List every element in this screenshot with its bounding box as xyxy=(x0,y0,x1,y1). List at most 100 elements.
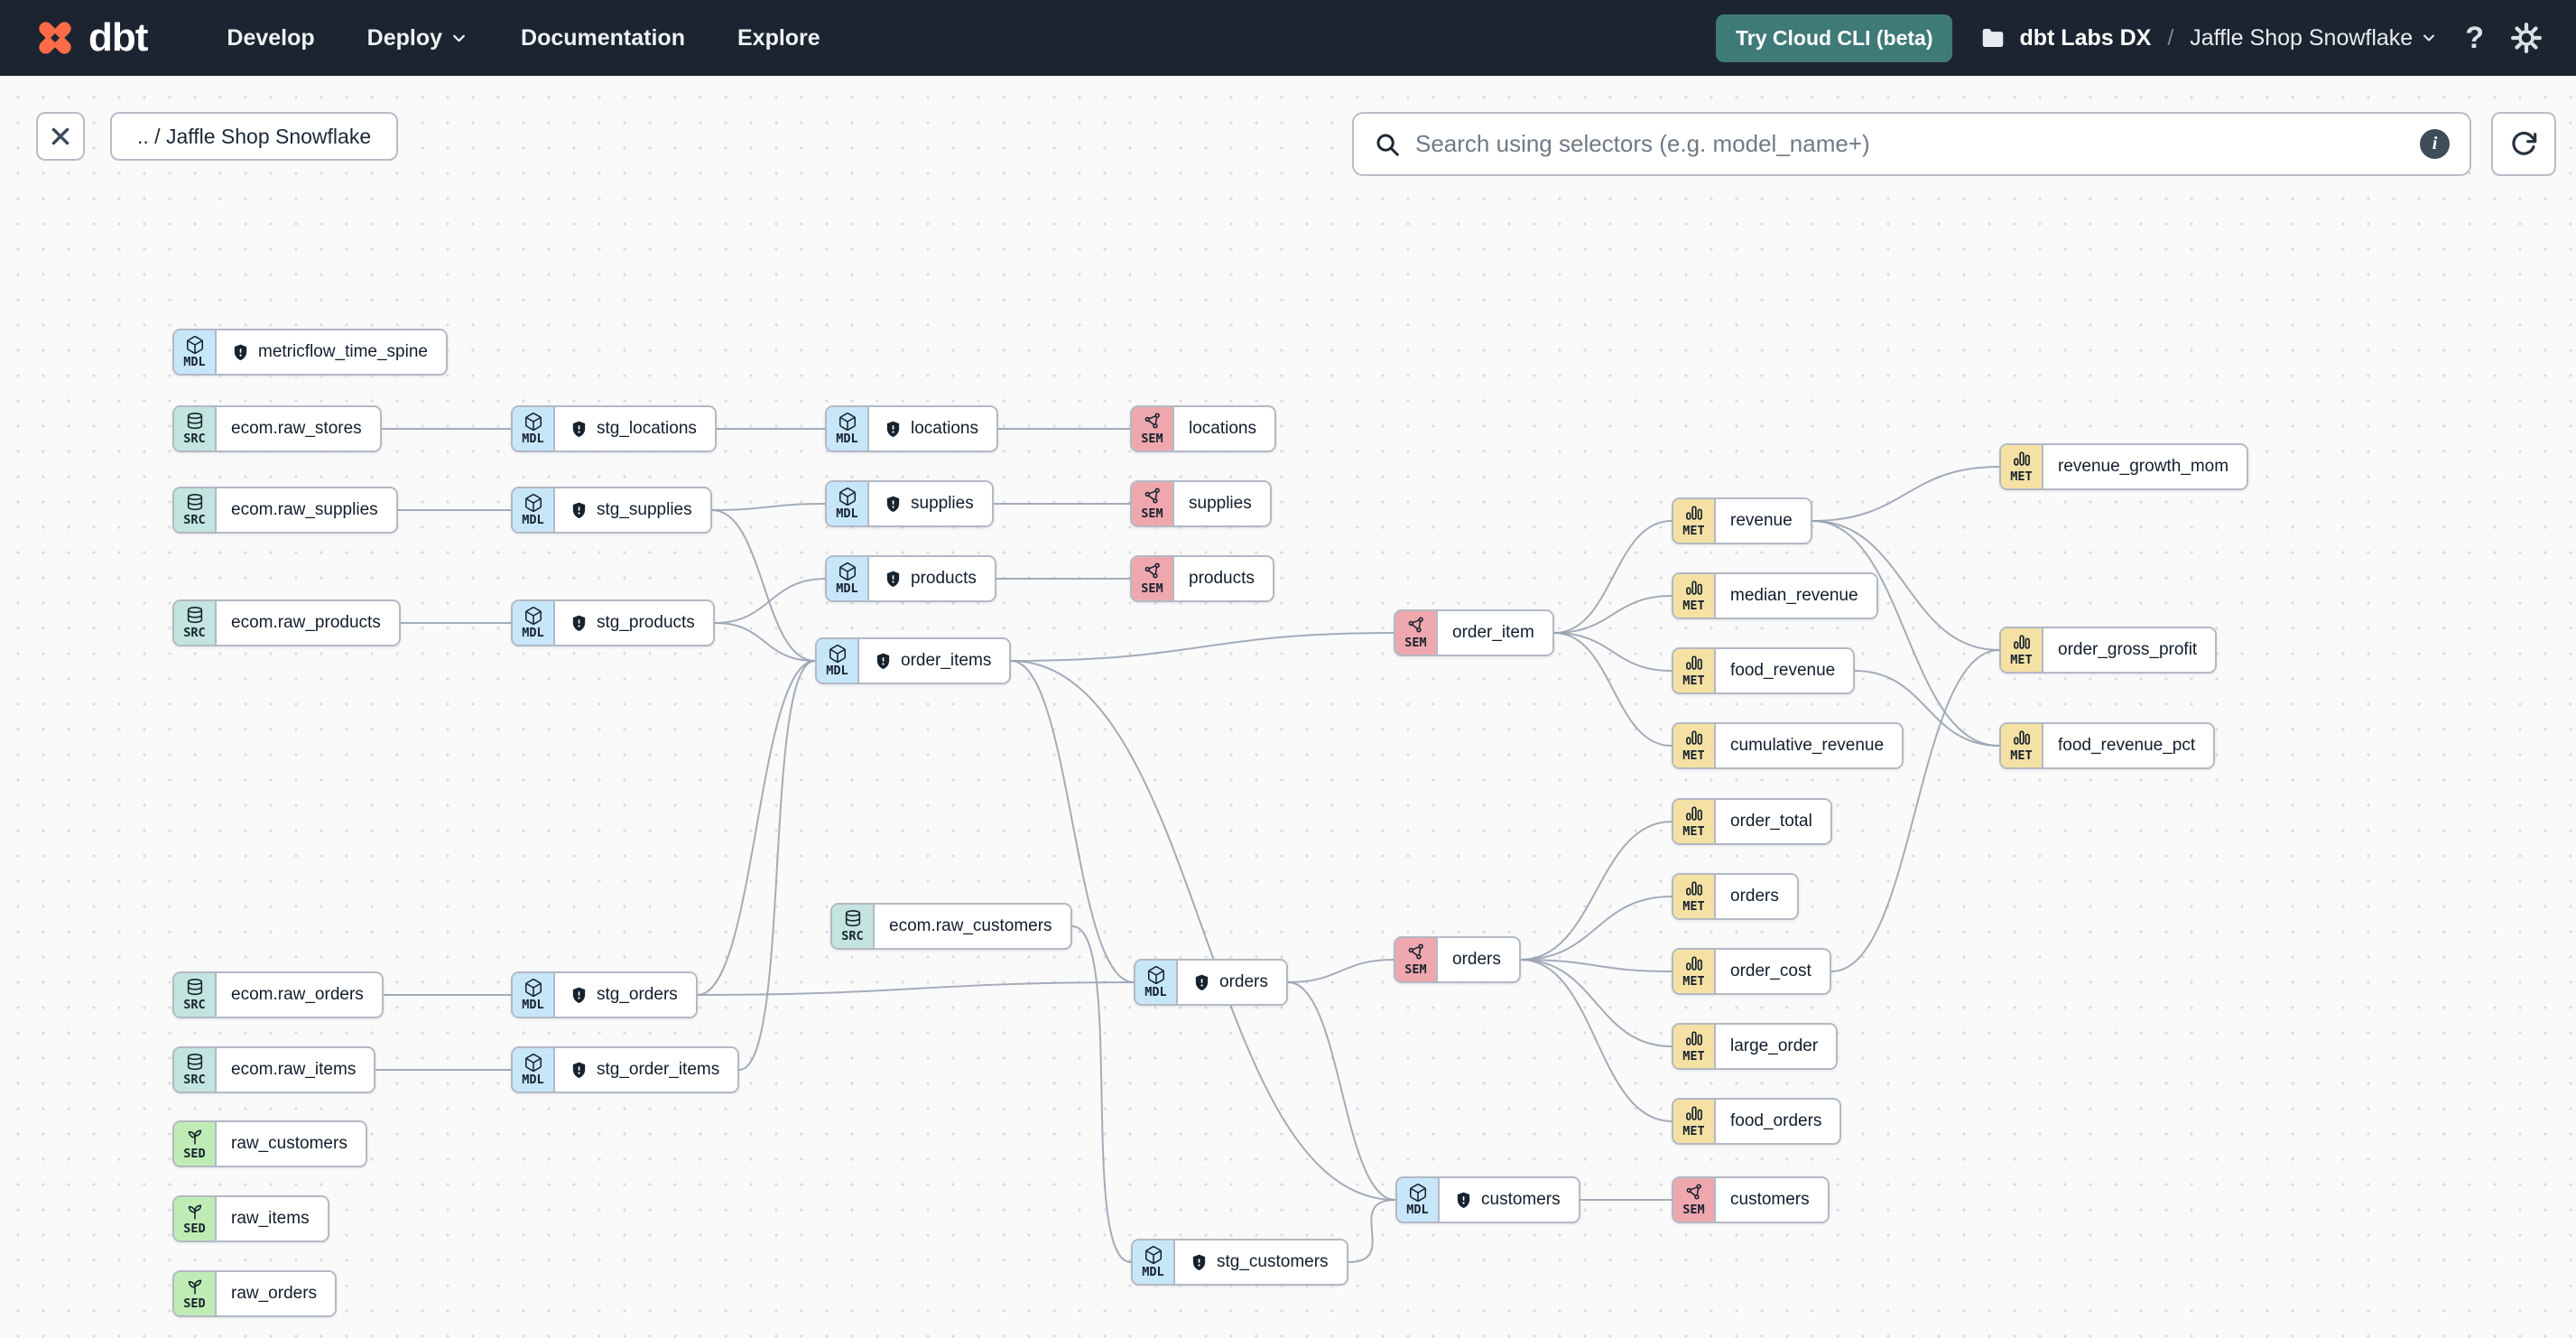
sprout-icon: SED xyxy=(174,1272,217,1315)
node-type-badge: MET xyxy=(1682,824,1705,840)
refresh-icon xyxy=(2512,131,2537,155)
bar-chart-icon: MET xyxy=(1673,649,1716,692)
node-label-box: stg_products xyxy=(555,601,713,645)
node-label: supplies xyxy=(1189,494,1252,513)
node-type-badge: MET xyxy=(1682,748,1705,764)
lineage-edge xyxy=(1553,632,1673,747)
lineage-edge xyxy=(714,622,816,662)
node-label: ecom.raw_customers xyxy=(889,916,1052,935)
node-type-badge: MET xyxy=(1682,899,1705,915)
node-label: stg_supplies xyxy=(597,500,692,519)
node-type-badge: SED xyxy=(183,1222,206,1237)
lineage-edge xyxy=(1520,959,1673,1122)
refresh-button[interactable] xyxy=(2491,112,2556,176)
node-label-box: revenue xyxy=(1716,499,1811,543)
share-network-icon: SEM xyxy=(1132,557,1174,600)
dbt-wordmark: dbt xyxy=(88,15,148,60)
project-name[interactable]: Jaffle Shop Snowflake xyxy=(2190,25,2438,51)
cube-icon: MDL xyxy=(513,488,555,532)
node-label: order_item xyxy=(1452,623,1534,642)
navbar-right: Try Cloud CLI (beta) dbt Labs DX / Jaffl… xyxy=(1715,14,2542,62)
lineage-breadcrumb[interactable]: .. / Jaffle Shop Snowflake xyxy=(110,112,399,161)
dbt-logo[interactable]: dbt xyxy=(34,15,148,60)
node-stg_products[interactable]: MDL stg_products xyxy=(511,599,715,646)
menu-item-develop[interactable]: Develop xyxy=(227,24,315,51)
node-revenue[interactable]: MET revenue xyxy=(1672,497,1812,544)
node-label-box: locations xyxy=(869,407,996,451)
lineage-edge xyxy=(1520,959,1673,1047)
settings-gear-icon[interactable] xyxy=(2511,23,2542,53)
node-label: customers xyxy=(1730,1190,1810,1209)
node-label-box: stg_order_items xyxy=(555,1048,738,1092)
node-label: stg_locations xyxy=(597,419,697,438)
info-icon[interactable]: i xyxy=(2420,129,2450,159)
menu-item-explore[interactable]: Explore xyxy=(737,24,820,51)
account-name: dbt Labs DX xyxy=(2019,24,2152,51)
node-label-box: supplies xyxy=(869,482,992,525)
lineage-edge xyxy=(1520,821,1673,961)
bar-chart-icon: MET xyxy=(1673,574,1716,618)
menu-item-documentation[interactable]: Documentation xyxy=(521,24,685,51)
node-label: food_revenue xyxy=(1730,661,1836,680)
node-type-badge: MDL xyxy=(522,626,544,641)
lineage-edge xyxy=(738,660,816,1071)
search-input[interactable] xyxy=(1415,130,2405,158)
database-icon: SRC xyxy=(174,601,217,645)
share-network-icon: SEM xyxy=(1395,611,1438,655)
help-icon[interactable]: ? xyxy=(2465,20,2484,55)
node-type-badge: MDL xyxy=(1406,1203,1429,1218)
project-switcher[interactable]: dbt Labs DX / Jaffle Shop Snowflake xyxy=(1979,24,2438,51)
node-label: order_items xyxy=(901,651,992,670)
node-type-badge: MET xyxy=(1682,524,1705,539)
node-type-badge: MET xyxy=(2010,653,2033,668)
shield-icon xyxy=(884,419,903,440)
bar-chart-icon: MET xyxy=(2001,724,2043,767)
shield-icon xyxy=(570,613,588,634)
node-order_item_sem[interactable]: SEM order_item xyxy=(1394,609,1554,656)
node-food_revenue[interactable]: MET food_revenue xyxy=(1672,647,1856,694)
node-label-box: products xyxy=(869,557,995,600)
node-label: orders xyxy=(1452,950,1501,969)
node-customers_mdl[interactable]: MDL customers xyxy=(1395,1176,1580,1223)
menu-item-deploy[interactable]: Deploy xyxy=(367,25,468,51)
close-lineage-button[interactable] xyxy=(36,112,85,161)
try-cloud-cli-button[interactable]: Try Cloud CLI (beta) xyxy=(1715,14,1953,62)
node-stg_supplies[interactable]: MDL stg_supplies xyxy=(511,487,712,534)
node-label: customers xyxy=(1481,1190,1561,1209)
